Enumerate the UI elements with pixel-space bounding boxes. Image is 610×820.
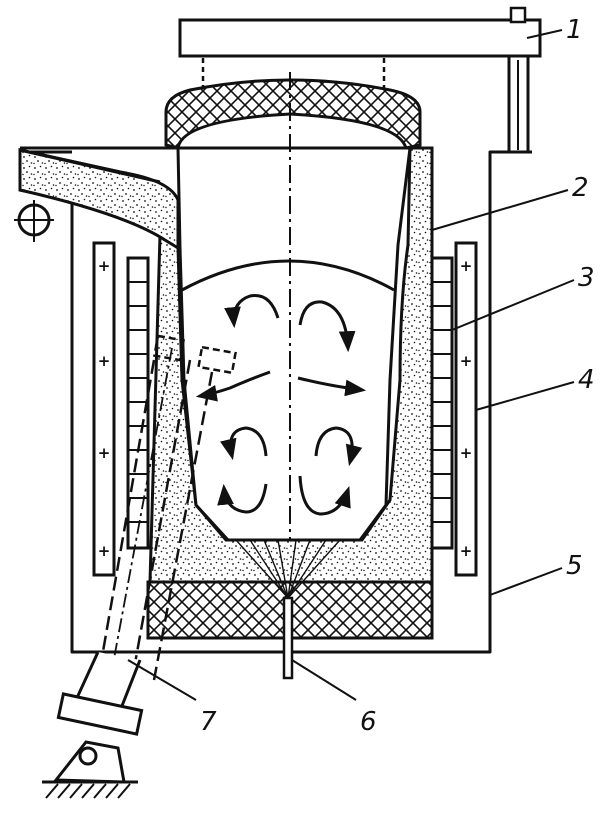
inductor-coil-right [430,256,454,550]
polarity-mark: + [460,444,473,462]
label-4: 4 [578,365,595,395]
hoist-beam [178,6,542,154]
label-7: 7 [200,707,217,737]
pivot-bearing-icon [14,200,54,242]
lid [164,78,422,150]
crucible-cavity [176,146,412,542]
polarity-mark: + [98,444,111,462]
label-2: 2 [572,173,589,203]
polarity-mark: + [460,257,473,275]
pouring-spout [18,148,180,251]
label-5: 5 [566,551,583,581]
polarity-mark: + [98,542,111,560]
label-3: 3 [578,263,595,293]
magnetic-yoke-left: + + + + [92,241,116,577]
tilting-cylinder [42,334,237,799]
polarity-mark: + [460,352,473,370]
label-6: 6 [360,707,377,737]
label-1: 1 [566,15,583,45]
polarity-mark: + [460,542,473,560]
polarity-mark: + [98,257,111,275]
polarity-mark: + [98,352,111,370]
bottom-tuyere [235,539,341,680]
inductor-coil-left [126,256,150,550]
leader-lines [127,29,575,701]
magnetic-yoke-right: + + + + [454,241,478,577]
